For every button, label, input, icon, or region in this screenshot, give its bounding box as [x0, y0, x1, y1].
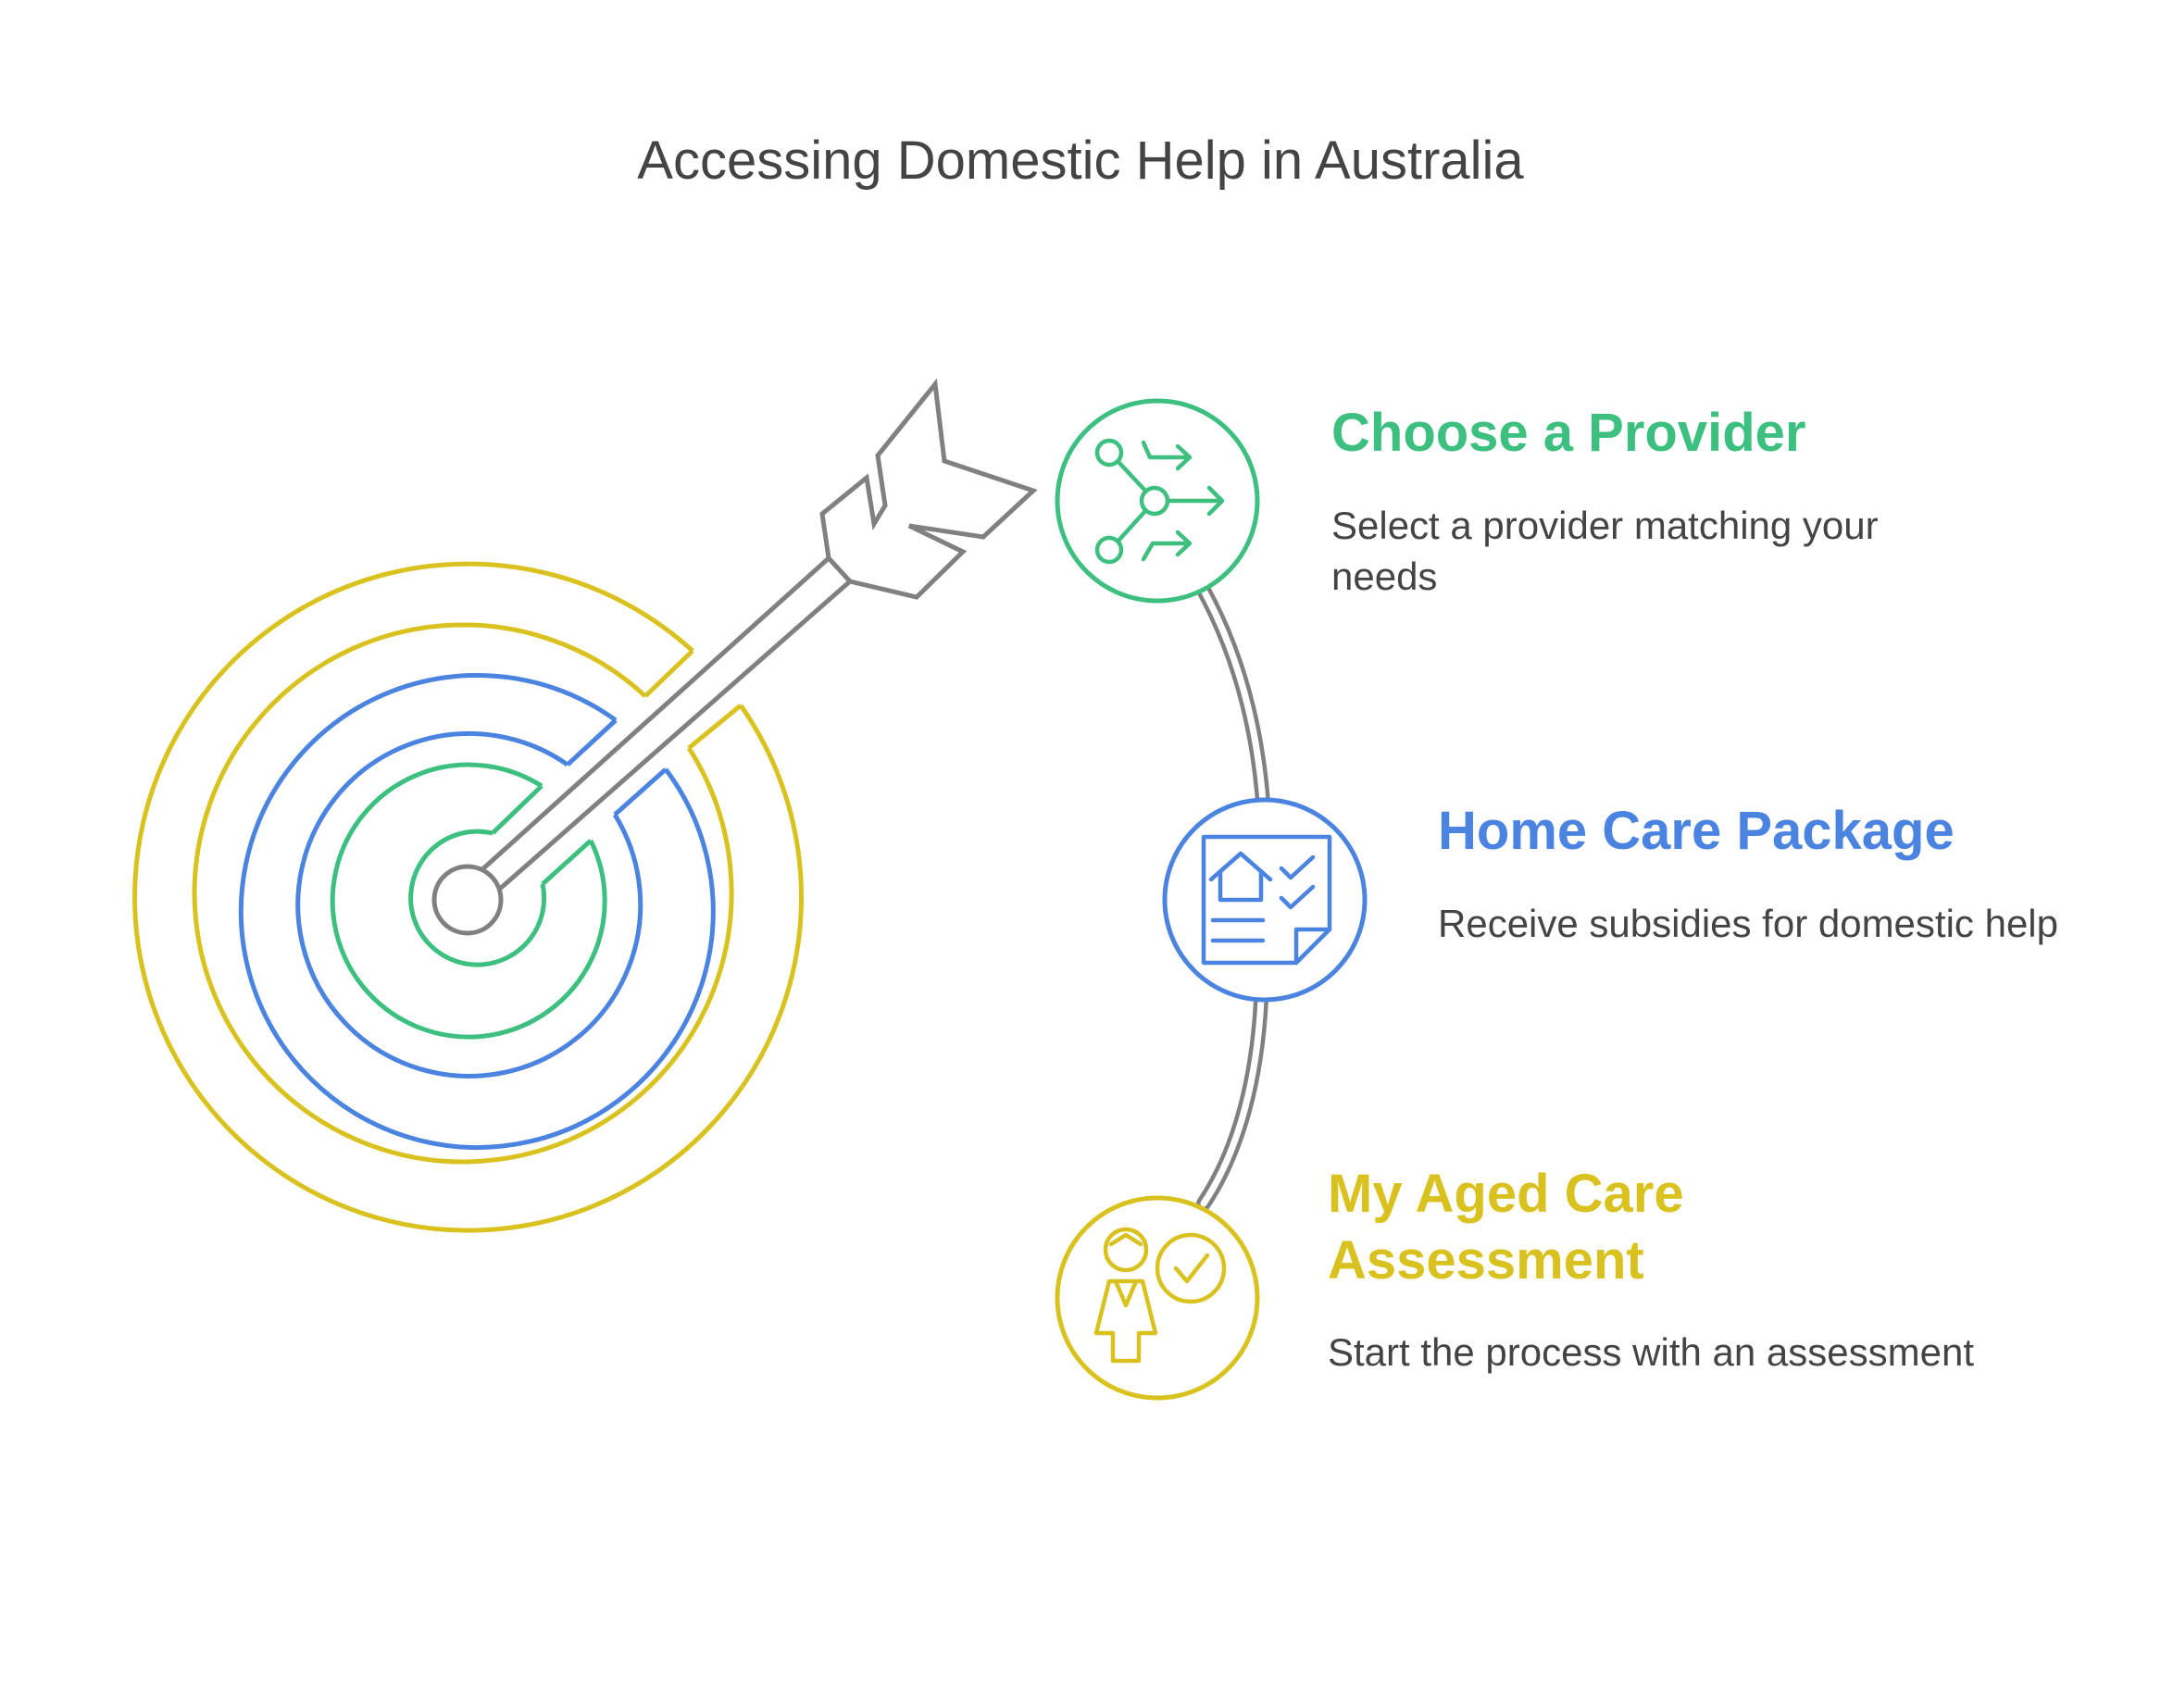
- target-ring-yellow-outer: [132, 561, 805, 1233]
- arrow-fletching: [819, 378, 1038, 600]
- target-ring-yellow-inner: [192, 622, 734, 1165]
- step-description-provider: Select a provider matching your needs: [1331, 504, 1879, 598]
- arrow-shaft: [480, 556, 852, 891]
- arrow-tip: [431, 864, 504, 936]
- arrow-icon: [431, 378, 1038, 936]
- step-title-package: Home Care Package: [1438, 801, 1955, 861]
- target-ring-green-inner: [408, 829, 547, 967]
- target-ring-blue-outer: [238, 672, 716, 1150]
- step-description-assessment: Start the process with an assessment: [1328, 1330, 1974, 1374]
- step-circle-provider: [1055, 398, 1260, 604]
- person-checkmark-icon: [1093, 1227, 1227, 1364]
- step-title-provider: Choose a Provider: [1331, 403, 1806, 463]
- step-description-package: Receive subsidies for domestic help: [1438, 902, 2058, 945]
- step-title-assessment: My Aged Care Assessment: [1328, 1164, 1684, 1290]
- target-icon: [132, 561, 805, 1233]
- target-ring-blue-inner: [295, 730, 643, 1078]
- target-ring-green-outer: [330, 762, 607, 1040]
- provider-branch-arrows-icon: [1094, 438, 1225, 565]
- step-circle-assessment: [1055, 1195, 1260, 1401]
- home-checklist-document-icon: [1201, 834, 1332, 966]
- page-title: Accessing Domestic Help in Australia: [637, 131, 1524, 191]
- step-circle-package: [1162, 797, 1368, 1003]
